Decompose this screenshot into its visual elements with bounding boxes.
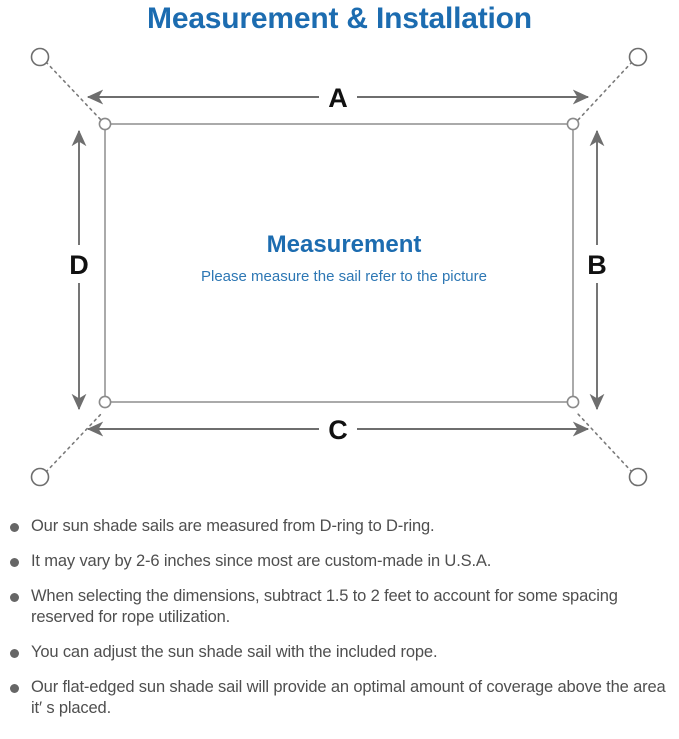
rope-line-top-left: [45, 61, 102, 121]
d-ring-top-left: [98, 117, 112, 131]
dimension-arrow-a: A: [86, 83, 590, 113]
notes-list: Our sun shade sails are measured from D-…: [0, 516, 679, 733]
rope-line-top-right: [577, 61, 633, 121]
dimension-arrow-d: D: [69, 129, 89, 411]
list-item: Our flat-edged sun shade sail will provi…: [0, 677, 679, 719]
list-item: It may vary by 2-6 inches since most are…: [0, 551, 679, 572]
bullet-icon: [10, 684, 19, 693]
note-text: When selecting the dimensions, subtract …: [31, 587, 618, 626]
anchor-ring-top-right: [628, 47, 648, 67]
d-ring-bottom-left: [98, 395, 112, 409]
rope-line-bottom-left: [45, 413, 102, 473]
dimension-label-d: D: [69, 250, 89, 280]
d-rings: [98, 117, 580, 409]
note-text: Our flat-edged sun shade sail will provi…: [31, 678, 666, 717]
list-item: You can adjust the sun shade sail with t…: [0, 642, 679, 663]
bullet-icon: [10, 649, 19, 658]
anchor-ring-bottom-right: [628, 467, 648, 487]
d-ring-bottom-right: [566, 395, 580, 409]
anchor-ring-top-left: [30, 47, 50, 67]
page-title: Measurement & Installation: [147, 2, 532, 35]
bullet-icon: [10, 523, 19, 532]
dimension-arrow-b: B: [587, 129, 607, 411]
diagram-center-subtitle: Please measure the sail refer to the pic…: [201, 268, 487, 285]
measurement-diagram: A C D B Measurement Please me: [0, 36, 679, 496]
sail-diagram-svg: A C D B Measurement Please me: [30, 47, 648, 487]
dimension-arrow-c: C: [86, 415, 590, 445]
sail-rectangle: [104, 123, 574, 403]
anchor-ring-bottom-left: [30, 467, 50, 487]
note-text: You can adjust the sun shade sail with t…: [31, 643, 438, 661]
note-text: It may vary by 2-6 inches since most are…: [31, 552, 492, 570]
bullet-icon: [10, 593, 19, 602]
dimension-label-a: A: [328, 83, 348, 113]
bullet-icon: [10, 558, 19, 567]
dimension-label-b: B: [587, 250, 607, 280]
d-ring-top-right: [566, 117, 580, 131]
list-item: When selecting the dimensions, subtract …: [0, 586, 679, 628]
diagram-center-title: Measurement: [267, 231, 422, 258]
note-text: Our sun shade sails are measured from D-…: [31, 517, 435, 535]
anchor-rings: [30, 47, 648, 487]
rope-line-bottom-right: [577, 413, 633, 473]
list-item: Our sun shade sails are measured from D-…: [0, 516, 679, 537]
dimension-label-c: C: [328, 415, 348, 445]
